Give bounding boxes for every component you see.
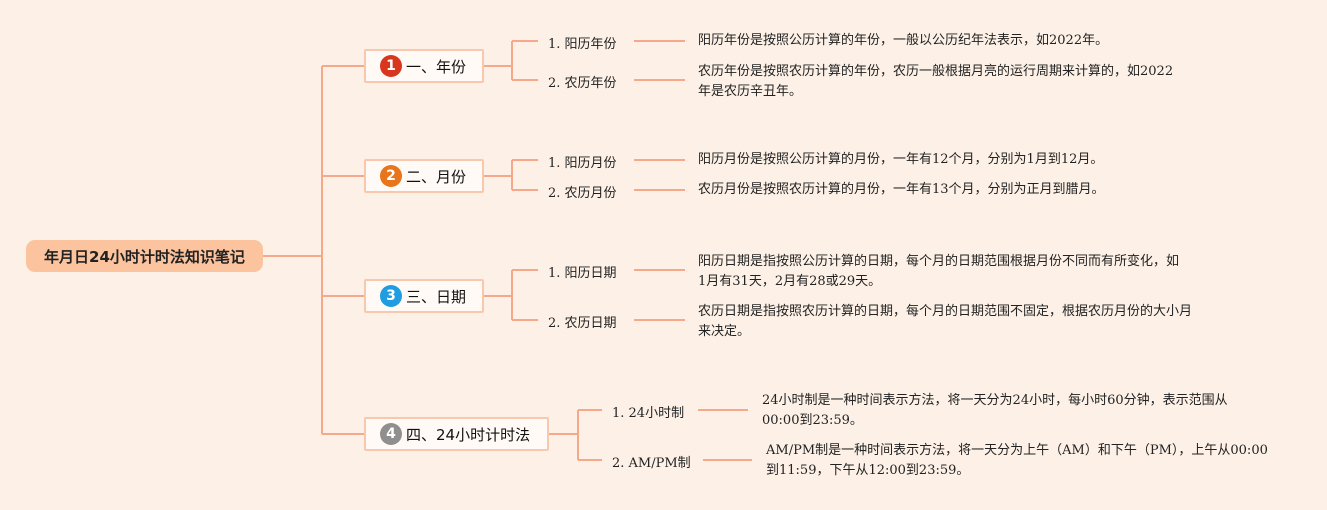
desc-lunar-year: 农历年份是按照农历计算的年份，农历一般根据月亮的运行周期来计算的，如2022年是… <box>698 64 1174 99</box>
subtopic-am-pm[interactable]: 2. AM/PM制 <box>612 456 691 471</box>
topic-24-hour-clock[interactable]: 4 四、24小时计时法 <box>364 417 549 451</box>
subtopic-24-hour[interactable]: 1. 24小时制 <box>612 406 685 421</box>
desc-solar-year: 阳历年份是按照公历计算的年份，一般以公历纪年法表示，如2022年。 <box>698 33 1109 48</box>
topic-date[interactable]: 3 三、日期 <box>364 279 484 313</box>
badge-2: 2 <box>380 165 402 187</box>
desc-24-hour: 24小时制是一种时间表示方法，将一天分为24小时，每小时60分钟，表示范围从00… <box>762 393 1228 428</box>
subtopic-solar-year[interactable]: 1. 阳历年份 <box>548 37 617 52</box>
badge-3: 3 <box>380 285 402 307</box>
topic-month-label: 二、月份 <box>406 167 467 186</box>
subtopic-solar-date[interactable]: 1. 阳历日期 <box>548 266 617 281</box>
topic-24-hour-clock-label: 四、24小时计时法 <box>406 425 531 444</box>
topic-year-label: 一、年份 <box>406 57 467 76</box>
desc-lunar-month: 农历月份是按照农历计算的月份，一年有13个月，分别为正月到腊月。 <box>698 182 1105 197</box>
topic-date-label: 三、日期 <box>406 287 467 306</box>
desc-solar-month: 阳历月份是按照公历计算的月份，一年有12个月，分别为1月到12月。 <box>698 152 1104 167</box>
root-topic[interactable]: 年月日24小时计时法知识笔记 <box>26 240 263 272</box>
topic-month[interactable]: 2 二、月份 <box>364 159 484 193</box>
subtopic-lunar-date[interactable]: 2. 农历日期 <box>548 316 617 331</box>
subtopic-lunar-month[interactable]: 2. 农历月份 <box>548 186 617 201</box>
badge-1: 1 <box>380 55 402 77</box>
badge-4: 4 <box>380 423 402 445</box>
root-title: 年月日24小时计时法知识笔记 <box>44 247 245 266</box>
subtopic-lunar-year[interactable]: 2. 农历年份 <box>548 76 617 91</box>
desc-am-pm: AM/PM制是一种时间表示方法，将一天分为上午（AM）和下午（PM），上午从00… <box>766 443 1268 478</box>
topic-year[interactable]: 1 一、年份 <box>364 49 484 83</box>
desc-lunar-date: 农历日期是指按照农历计算的日期，每个月的日期范围不固定，根据农历月份的大小月来决… <box>698 304 1193 339</box>
subtopic-solar-month[interactable]: 1. 阳历月份 <box>548 156 617 171</box>
desc-solar-date: 阳历日期是指按照公历计算的日期，每个月的日期范围根据月份不同而有所变化，如1月有… <box>698 254 1180 289</box>
